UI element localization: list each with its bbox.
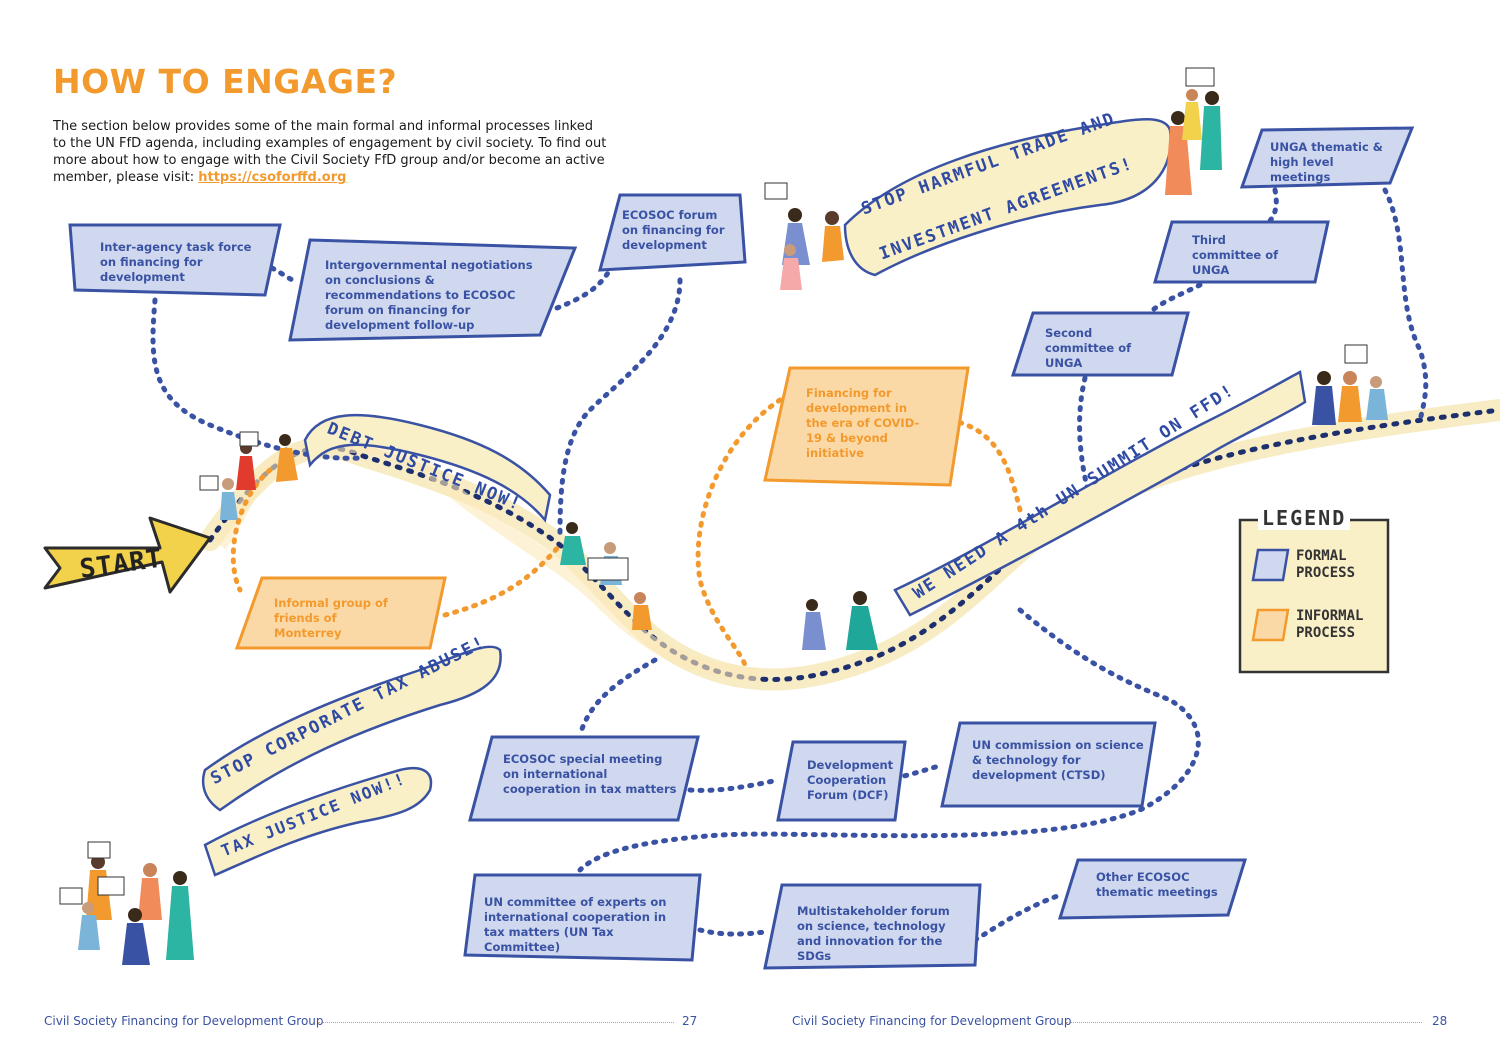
label-unga-thematic: UNGA thematic & high level meetings xyxy=(1270,140,1383,184)
box-ecosoc-forum[interactable] xyxy=(598,193,747,272)
label-other-ecosoc: Other ECOSOC thematic meetings xyxy=(1096,870,1218,899)
label-ecosoc-forum: ECOSOC forum on financing for developmen… xyxy=(622,208,725,252)
label-third-committee: Third committee of UNGA xyxy=(1192,233,1279,277)
box-ctsd[interactable] xyxy=(940,721,1157,808)
legend-title: LEGEND xyxy=(1258,506,1351,530)
label-ecosoc-special: ECOSOC special meeting on international … xyxy=(503,752,677,796)
label-multistakeholder: Multistakeholder forum on science, techn… xyxy=(797,904,950,963)
box-other-ecosoc[interactable] xyxy=(1057,858,1248,920)
box-second-committee[interactable] xyxy=(1010,311,1190,377)
box-third-committee[interactable] xyxy=(1153,220,1330,284)
label-covid: Financing for development in the era of … xyxy=(806,386,920,460)
label-inter-agency: Inter-agency task force on financing for… xyxy=(100,240,252,284)
label-second-committee: Second committee of UNGA xyxy=(1045,326,1132,370)
label-tax-committee: UN committee of experts on international… xyxy=(484,895,667,954)
label-monterrey: Informal group of friends of Monterrey xyxy=(274,596,388,640)
legend xyxy=(1238,518,1390,674)
footer-left-rule xyxy=(318,1022,674,1023)
protesters-trade xyxy=(764,67,1222,290)
label-ctsd: UN commission on science & technology fo… xyxy=(972,738,1144,782)
box-dcf[interactable] xyxy=(776,740,907,822)
tax-justice-banner-shape xyxy=(203,766,433,877)
tax-abuse-banner-shape xyxy=(201,645,502,812)
footer-right-page: 28 xyxy=(1432,1014,1448,1028)
start-arrow[interactable] xyxy=(43,516,212,594)
footer-right-org: Civil Society Financing for Development … xyxy=(792,1014,1072,1028)
box-unga-thematic[interactable] xyxy=(1239,126,1415,189)
informal-connectors xyxy=(230,397,1023,668)
protesters-middle xyxy=(560,522,652,630)
protesters-tax xyxy=(59,841,194,965)
box-ecosoc-special[interactable] xyxy=(468,735,700,822)
protesters-summit xyxy=(802,344,1388,650)
trade-banner-shape xyxy=(843,118,1172,277)
page-title: HOW TO ENGAGE? xyxy=(53,62,398,101)
intro-paragraph: The section below provides some of the m… xyxy=(53,118,608,186)
box-tax-committee[interactable] xyxy=(463,873,702,962)
formal-connectors xyxy=(150,187,1429,943)
box-covid[interactable] xyxy=(763,366,970,487)
csoforffd-link[interactable]: https://csoforffd.org xyxy=(198,170,347,185)
legend-informal-swatch xyxy=(1251,608,1290,642)
footer-right-rule xyxy=(1066,1022,1422,1023)
formal-boxes xyxy=(68,126,1415,970)
informal-boxes xyxy=(234,366,970,650)
box-monterrey[interactable] xyxy=(234,576,447,650)
debt-banner-shape xyxy=(303,413,552,523)
legend-formal-label: FORMAL PROCESS xyxy=(1296,548,1356,581)
footer-left-org: Civil Society Financing for Development … xyxy=(44,1014,324,1028)
legend-formal-swatch xyxy=(1251,548,1290,582)
intro-text: The section below provides some of the m… xyxy=(53,119,607,185)
summit-banner-shape xyxy=(893,370,1307,617)
label-dcf: Development Cooperation Forum (DCF) xyxy=(807,758,894,802)
box-intergovernmental[interactable] xyxy=(288,238,578,342)
protesters-debt xyxy=(199,431,298,520)
label-intergovernmental: Intergovernmental negotiations on conclu… xyxy=(325,258,533,332)
footer-left-page: 27 xyxy=(682,1014,698,1028)
box-inter-agency[interactable] xyxy=(68,223,282,297)
legend-informal-label: INFORMAL PROCESS xyxy=(1296,608,1364,641)
box-multistakeholder[interactable] xyxy=(763,883,982,970)
